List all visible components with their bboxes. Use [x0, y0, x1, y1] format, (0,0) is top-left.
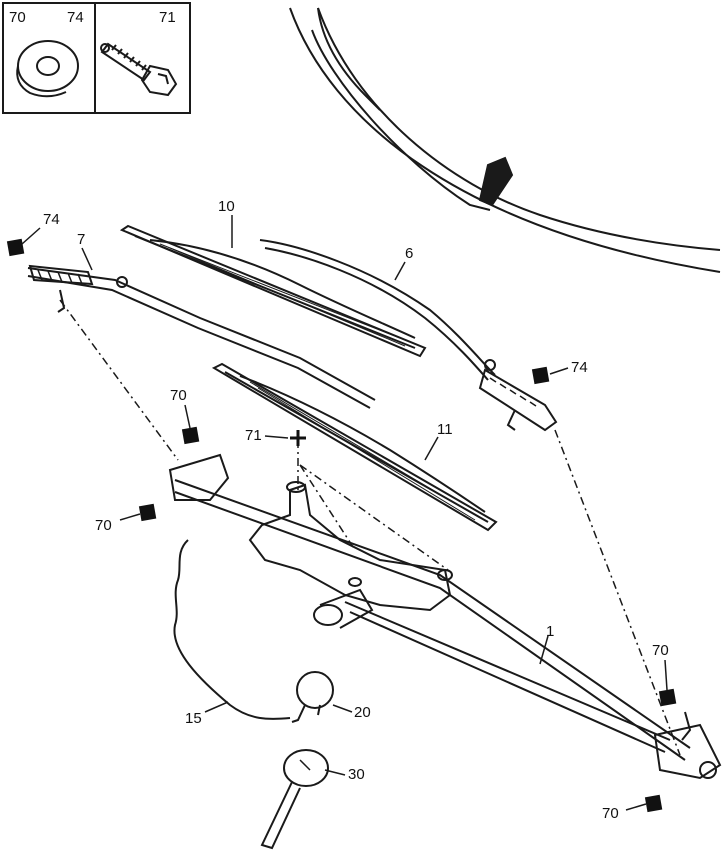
wiper-arm-6	[259, 239, 558, 432]
callout-70-left: 70	[95, 517, 112, 534]
bolt-icon	[100, 42, 178, 97]
callout-70-right: 70	[652, 642, 669, 659]
callout-15: 15	[185, 710, 202, 727]
bolt-71-marker	[290, 430, 306, 446]
callout-74-right: 74	[571, 359, 588, 376]
callout-70-bottom: 70	[602, 805, 619, 822]
washer-icon	[16, 40, 79, 98]
legend-label-70: 70	[9, 9, 26, 26]
wiper-blade-11	[211, 362, 498, 532]
wiring-cable-15	[173, 539, 291, 720]
callout-30: 30	[348, 766, 365, 783]
tool-30	[260, 749, 329, 850]
washer-markers	[6, 238, 677, 813]
wiper-arm-7	[27, 264, 376, 409]
windshield-outline	[289, 7, 721, 273]
alignment-lines	[59, 299, 681, 756]
legend-label-71: 71	[159, 9, 176, 26]
callout-11: 11	[437, 421, 453, 438]
legend-label-74: 74	[67, 9, 84, 26]
wiper-blade-10	[119, 224, 427, 358]
callout-7: 7	[77, 231, 86, 248]
leader-lines	[21, 215, 668, 811]
callout-20: 20	[354, 704, 371, 721]
callout-1: 1	[546, 623, 555, 640]
callout-71: 71	[245, 427, 262, 444]
callout-10: 10	[218, 198, 235, 215]
wiper-motor	[248, 481, 453, 629]
callout-6: 6	[405, 245, 414, 262]
callout-70-upper-left: 70	[170, 387, 187, 404]
callout-74-left: 74	[43, 211, 60, 228]
connector-20	[291, 671, 334, 723]
